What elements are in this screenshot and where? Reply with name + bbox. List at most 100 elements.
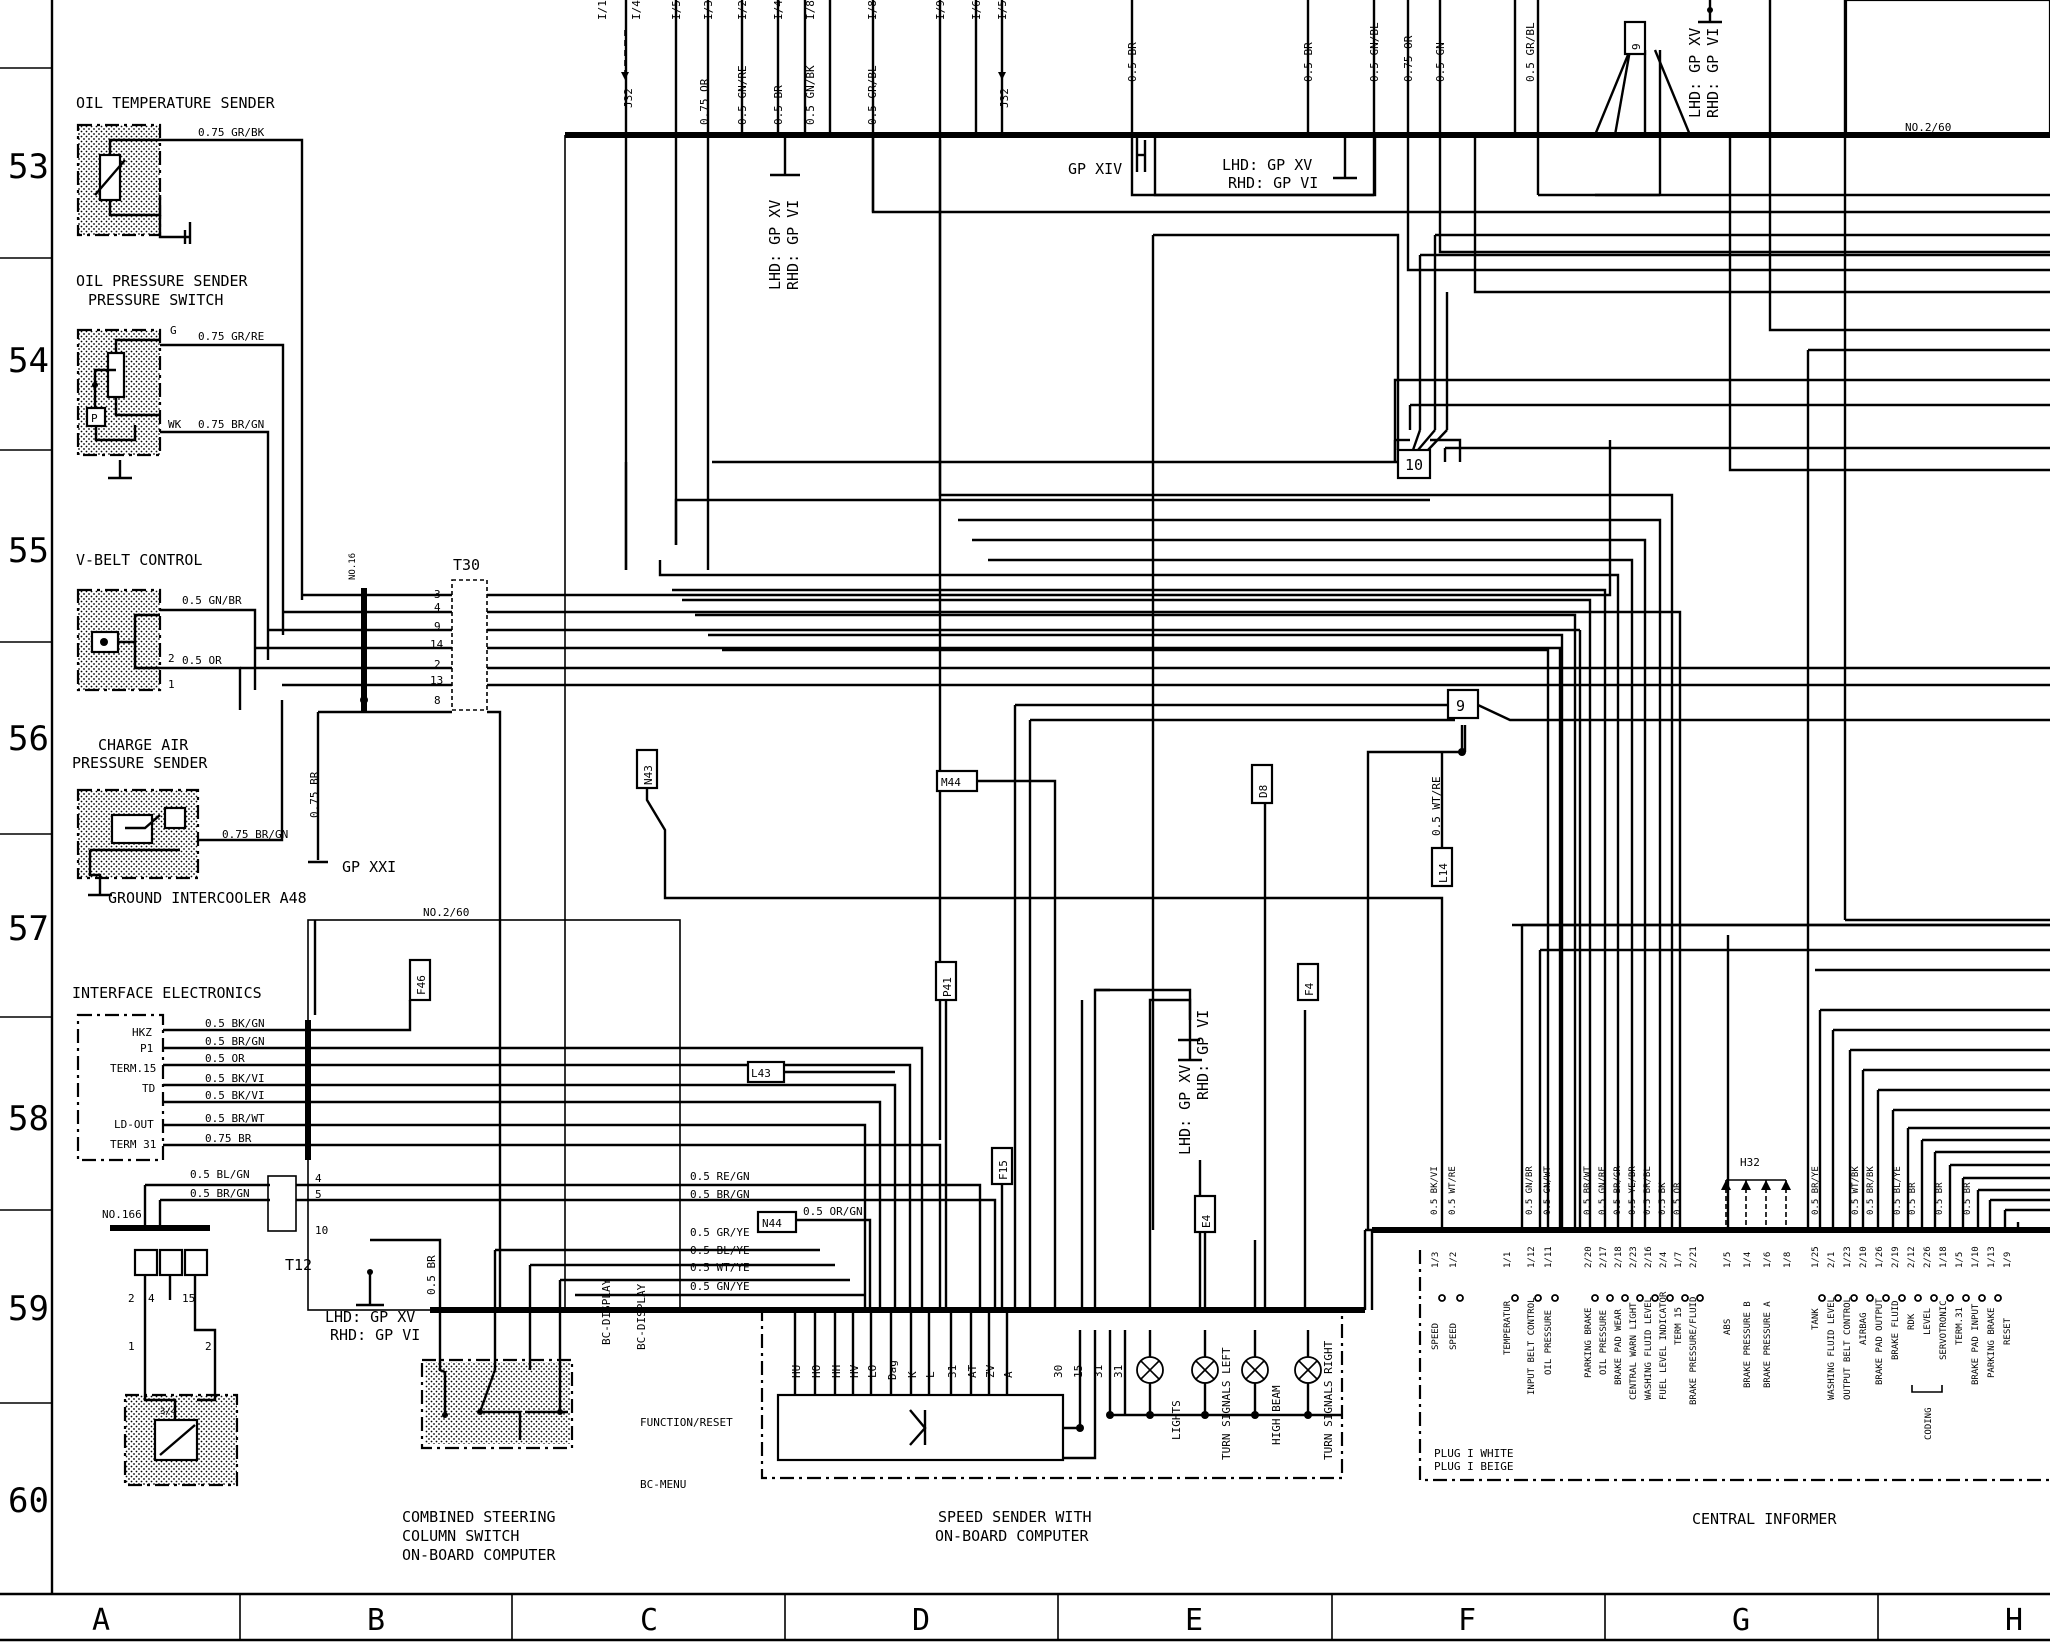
ground-lhd-gp-xv-5: LHD: GP XV xyxy=(1176,1065,1194,1155)
speed-title-2: ON-BOARD COMPUTER xyxy=(935,1527,1089,1545)
top-ref-1: I/1 xyxy=(596,0,609,20)
ground-gp-xxi: GP XXI xyxy=(342,858,396,876)
wire-top-or: 0.75 OR xyxy=(698,78,711,125)
wire-vbelt-1: 0.5 GN/BR xyxy=(182,594,242,607)
svg-text:TERM.31: TERM.31 xyxy=(1955,1307,1965,1345)
svg-text:2: 2 xyxy=(168,652,175,665)
wire-c5: 0.5 BL/YE xyxy=(690,1244,750,1257)
column-label-e: E xyxy=(1185,1603,1203,1638)
wire-top-gnbl: 0.5 GN/BL xyxy=(1368,22,1381,82)
svg-text:0.5 BR/YE: 0.5 BR/YE xyxy=(1811,1166,1821,1215)
svg-text:1: 1 xyxy=(128,1340,135,1353)
svg-text:0.5 GN/BR: 0.5 GN/BR xyxy=(1525,1166,1535,1215)
svg-text:HH: HH xyxy=(830,1365,843,1378)
wire-top-gnre: 0.5 GN/RE xyxy=(736,65,749,125)
svg-text:2/16: 2/16 xyxy=(1644,1246,1654,1268)
svg-text:WASHING FLUID LEVEL: WASHING FLUID LEVEL xyxy=(1827,1297,1837,1400)
connector-9: 9 9 xyxy=(1446,688,1480,720)
svg-text:BRAKE PAD INPUT: BRAKE PAD INPUT xyxy=(1971,1303,1981,1385)
wire-if-4: 0.5 BK/VI xyxy=(205,1072,265,1085)
svg-text:10: 10 xyxy=(315,1224,328,1237)
oil-temp-title: OIL TEMPERATURE SENDER xyxy=(76,94,276,112)
svg-text:2/12: 2/12 xyxy=(1907,1246,1917,1268)
connector-no166: NO.166 xyxy=(102,1208,142,1221)
reference-boxes: N43 M44 D8 L14 0.5 WT/RE F46 P41 L43 F15… xyxy=(408,748,1454,1310)
svg-text:3/4: 3/4 xyxy=(160,1407,176,1417)
svg-text:1/5: 1/5 xyxy=(1955,1252,1965,1268)
svg-text:OIL PRESSURE: OIL PRESSURE xyxy=(1599,1310,1609,1375)
steering-column-switch: LHD: GP XV RHD: GP VI 0.5 BR BC-DISPLAY … xyxy=(325,1170,1365,1564)
ground-gp-xiv: GP XIV xyxy=(1068,160,1122,178)
svg-text:K: K xyxy=(906,1371,919,1378)
svg-text:1/10: 1/10 xyxy=(1971,1246,1981,1268)
speed-out-turn-right: TURN SIGNALS RIGHT xyxy=(1322,1340,1335,1460)
svg-text:0.5 BK: 0.5 BK xyxy=(1658,1182,1668,1215)
wire-top-br: 0.5 BR xyxy=(772,85,785,125)
wire-t12-2: 0.5 BR/GN xyxy=(190,1187,250,1200)
speed-out-high-beam: HIGH BEAM xyxy=(1270,1385,1283,1445)
svg-text:1/1: 1/1 xyxy=(1503,1252,1513,1268)
svg-text:BRAKE PRESSURE/FLUID: BRAKE PRESSURE/FLUID xyxy=(1689,1297,1699,1405)
ref-k1: 9 xyxy=(1630,43,1643,50)
svg-text:TERM 31: TERM 31 xyxy=(110,1138,156,1151)
svg-text:Dag: Dag xyxy=(886,1360,899,1380)
svg-text:1/8: 1/8 xyxy=(1783,1252,1793,1268)
svg-text:5: 5 xyxy=(315,1188,322,1201)
svg-text:SPEED: SPEED xyxy=(1449,1323,1459,1350)
column-label-c: C xyxy=(640,1603,658,1638)
wire-top-grbl: 0.5 GR/BL xyxy=(866,65,879,125)
svg-text:2/18: 2/18 xyxy=(1614,1246,1624,1268)
steering-title-2: COLUMN SWITCH xyxy=(402,1527,519,1545)
svg-text:TERM 15: TERM 15 xyxy=(1674,1307,1684,1345)
svg-text:0.5 BK/VI: 0.5 BK/VI xyxy=(1430,1166,1440,1215)
svg-text:TEMPERATUR: TEMPERATUR xyxy=(1503,1300,1513,1355)
svg-text:15: 15 xyxy=(1072,1365,1085,1378)
coding-label: CODING xyxy=(1924,1407,1934,1440)
wire-if-2: 0.5 BR/GN xyxy=(205,1035,265,1048)
ground-lhd-gp-xv-2: LHD: GP XV xyxy=(1222,156,1312,174)
svg-text:HV: HV xyxy=(848,1364,861,1378)
wire-c3: 0.5 OR/GN xyxy=(803,1205,863,1218)
ref-p41: P41 xyxy=(941,977,954,997)
svg-text:SERVOTRONIC: SERVOTRONIC xyxy=(1939,1300,1949,1360)
wire-top-grbl2: 0.5 GR/BL xyxy=(1524,22,1537,82)
top-ref-3: I/5 xyxy=(670,0,683,20)
svg-text:BRAKE PRESSURE B: BRAKE PRESSURE B xyxy=(1743,1301,1753,1388)
svg-text:RDK: RDK xyxy=(1907,1313,1917,1330)
wire-oil-temp: 0.75 GR/BK xyxy=(198,126,265,139)
svg-text:0.5 BR/BL: 0.5 BR/BL xyxy=(1643,1166,1653,1215)
svg-text:ZV: ZV xyxy=(984,1364,997,1378)
row-labels: 53 54 55 56 57 58 59 60 xyxy=(8,147,49,1521)
top-ref-7: I/8 xyxy=(804,0,817,20)
connector-no16: NO.16 xyxy=(348,553,358,580)
svg-text:2/10: 2/10 xyxy=(1859,1246,1869,1268)
oil-pressure-title-1: OIL PRESSURE SENDER xyxy=(76,272,249,290)
svg-text:0.5 BR/GR: 0.5 BR/GR xyxy=(1613,1166,1623,1215)
wire-oil-press-g: 0.75 GR/RE xyxy=(198,330,264,343)
column-labels: A B C D E F G H xyxy=(92,1603,2023,1638)
svg-text:PARKING BRAKE: PARKING BRAKE xyxy=(1987,1308,1997,1378)
row-label-60: 60 xyxy=(8,1481,49,1521)
svg-text:AT: AT xyxy=(966,1364,979,1378)
steer-label-menu: BC-MENU xyxy=(640,1478,686,1491)
svg-text:A: A xyxy=(1002,1371,1015,1378)
speed-out-lights: LIGHTS xyxy=(1170,1400,1183,1440)
svg-text:2/17: 2/17 xyxy=(1599,1246,1609,1268)
ground-lhd-gp-xv-1: LHD: GP XV xyxy=(766,200,784,290)
ground-rhd-gp-vi-3: RHD: GP VI xyxy=(1704,28,1722,118)
svg-text:2/23: 2/23 xyxy=(1629,1246,1639,1268)
top-ref-2: I/4 xyxy=(630,0,643,20)
svg-text:L: L xyxy=(924,1371,937,1378)
column-label-b: B xyxy=(367,1603,385,1638)
svg-text:0.5 BR: 0.5 BR xyxy=(1908,1182,1918,1215)
ref-n43: N43 xyxy=(642,765,655,785)
connector-10: 10 xyxy=(1396,429,1448,480)
svg-text:0.5 BR: 0.5 BR xyxy=(1963,1182,1973,1215)
connector-t30-label: T30 xyxy=(453,556,480,574)
top-ref-11: I/5 xyxy=(996,0,1009,20)
svg-text:1/26: 1/26 xyxy=(1875,1246,1885,1268)
ground-rhd-gp-vi-5: RHD: GP VI xyxy=(1194,1010,1212,1100)
row-label-54: 54 xyxy=(8,341,49,381)
wire-top-br2: 0.5 BR xyxy=(1126,42,1139,82)
svg-text:OIL PRESSURE: OIL PRESSURE xyxy=(1544,1310,1554,1375)
